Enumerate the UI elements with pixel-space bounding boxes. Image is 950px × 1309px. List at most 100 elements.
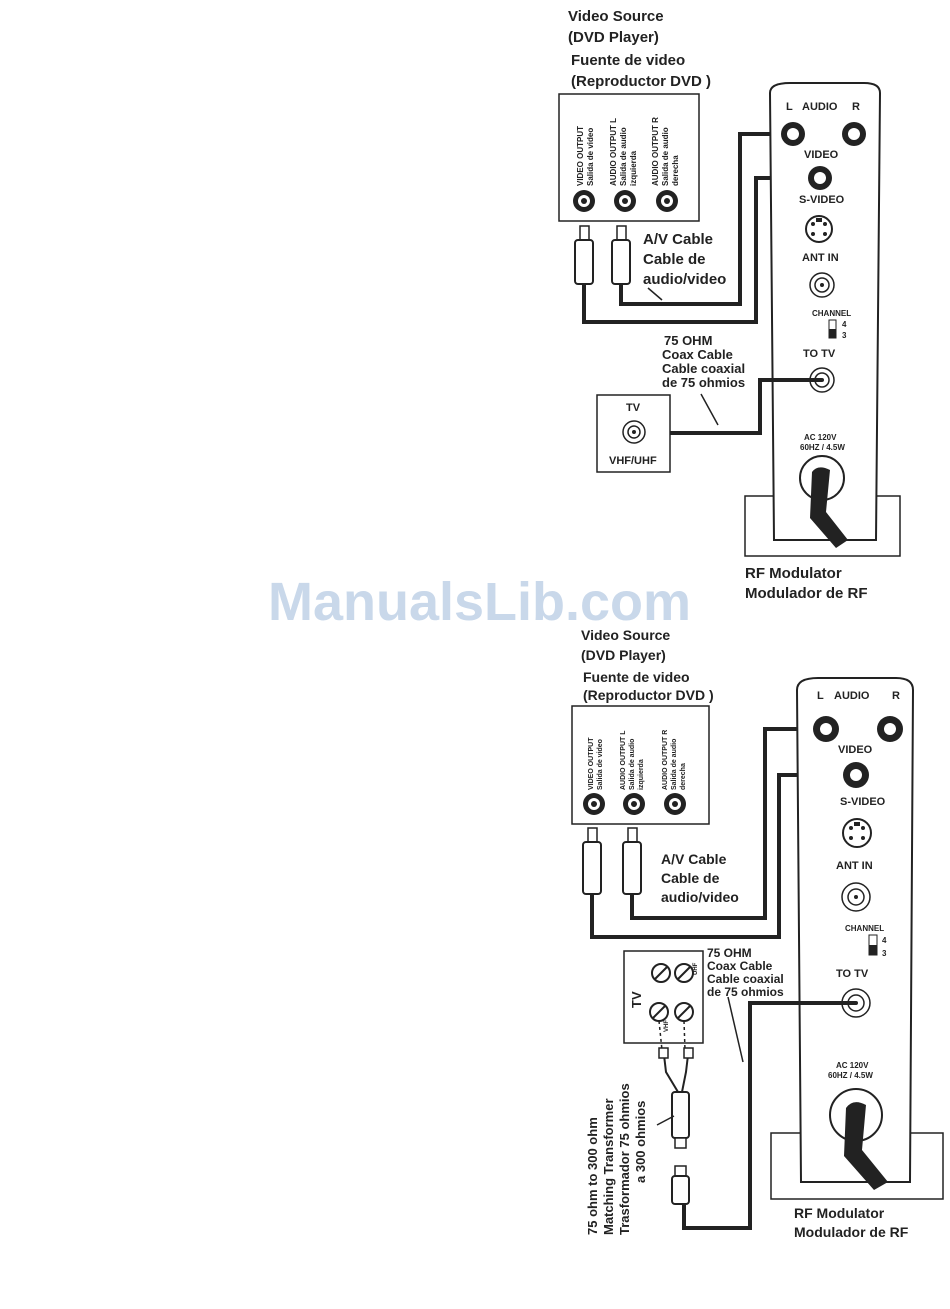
matching-transformer	[658, 1047, 694, 1205]
screw-terminal-icon	[674, 1002, 694, 1022]
mod-label-audio: AUDIO	[802, 101, 838, 113]
mod-label-antin: ANT IN	[836, 860, 873, 872]
av-cable-audio	[630, 727, 826, 920]
jack-video-in	[843, 762, 869, 788]
modulator-title: RF Modulator	[745, 565, 842, 582]
source-title-en-sub: (DVD Player)	[581, 647, 666, 663]
watermark: ManualsLib.com	[268, 572, 691, 632]
mod-label-r: R	[892, 690, 900, 702]
mod-label-ch4: 4	[882, 936, 887, 945]
twin-lead-dashed	[658, 1020, 663, 1051]
tv-vhf-label: VHF	[664, 1020, 670, 1032]
rca-plug-audio	[611, 225, 631, 285]
mod-label-l: L	[786, 101, 793, 113]
jack-audio-r-in	[877, 716, 903, 742]
coax-label-es: Cable coaxial	[662, 361, 745, 376]
source-title-es: Fuente de video	[571, 52, 685, 69]
jack-audio-r-out	[664, 793, 686, 815]
jack-audio-r-in	[842, 122, 866, 146]
rf-modulator-2: L AUDIO R VIDEO S-VIDEO ANT IN CHANNEL	[770, 677, 944, 1200]
channel-switch[interactable]	[828, 319, 837, 339]
coax-cable-pointer	[727, 996, 744, 1063]
tv-label: TV	[626, 402, 641, 414]
transformer-label-2: Matching Transformer	[601, 1098, 616, 1235]
source-title-en-sub: (DVD Player)	[568, 29, 659, 46]
svideo-jack-icon	[805, 215, 833, 243]
jack-audio-l-label-es: Salida de audio	[629, 739, 636, 790]
coax-label-2: Coax Cable	[707, 959, 773, 973]
svideo-jack-icon	[842, 818, 872, 848]
transformer-pointer	[656, 1115, 675, 1126]
coax-label-es-2: de 75 ohmios	[707, 985, 784, 999]
coax-cable-pointer	[700, 393, 719, 426]
transformer-label-es: Trasformador 75 ohmios	[617, 1083, 632, 1235]
mod-label-power-2: 60HZ / 4.5W	[828, 1071, 873, 1080]
jack-audio-r-out	[656, 190, 678, 212]
mod-label-channel: CHANNEL	[845, 924, 884, 933]
source-title-es-sub: (Reproductor DVD )	[571, 73, 711, 90]
av-cable-label: A/V Cable	[661, 851, 727, 867]
mod-label-channel: CHANNEL	[812, 309, 851, 318]
jack-video-label: VIDEO OUTPUT	[576, 126, 585, 186]
jack-audio-l-label-es: Salida de audio	[619, 127, 628, 186]
mod-label-totv: TO TV	[836, 968, 869, 980]
rca-plug-video	[574, 225, 594, 285]
jack-audio-r-label-es-2: derecha	[680, 763, 687, 790]
mod-label-power-2: 60HZ / 4.5W	[800, 443, 845, 452]
mod-label-ch3: 3	[842, 331, 847, 340]
diagram-1: Video Source (DVD Player) Fuente de vide…	[558, 8, 901, 602]
mod-label-video: VIDEO	[804, 149, 839, 161]
jack-video-label-es: Salida de video	[597, 739, 604, 790]
jack-audio-r-label: AUDIO OUTPUT R	[662, 730, 669, 790]
jack-audio-r-label-es: Salida de audio	[671, 739, 678, 790]
transformer-label: 75 ohm to 300 ohm	[585, 1117, 600, 1235]
jack-video-in	[808, 166, 832, 190]
source-title-es: Fuente de video	[583, 669, 690, 685]
source-title-en: Video Source	[581, 627, 670, 643]
channel-switch[interactable]	[868, 934, 878, 956]
jack-audio-r-label-es-2: derecha	[671, 155, 680, 186]
tv-uhf-label: UHF	[693, 962, 699, 975]
mod-label-ch4: 4	[842, 320, 847, 329]
modulator-title: RF Modulator	[794, 1205, 885, 1221]
coax-cable	[682, 1001, 856, 1230]
mod-label-ch3: 3	[882, 949, 887, 958]
screw-terminal-icon	[674, 963, 694, 983]
jack-audio-l-out	[614, 190, 636, 212]
source-title-en: Video Source	[568, 8, 664, 25]
modulator-title-es: Modulador de RF	[745, 585, 868, 602]
ant-in-jack-icon	[809, 272, 835, 298]
jack-audio-l-label: AUDIO OUTPUT L	[620, 730, 627, 790]
diagram-2: Video Source (DVD Player) Fuente de vide…	[571, 627, 944, 1240]
modulator-title-es: Modulador de RF	[794, 1224, 909, 1240]
jack-video-label: VIDEO OUTPUT	[588, 737, 595, 790]
jack-audio-l-label-es-2: izquierda	[638, 759, 645, 790]
modulator-body	[795, 677, 915, 1183]
power-cord	[844, 1102, 888, 1190]
mod-label-l: L	[817, 690, 824, 702]
av-cable-audio	[619, 132, 793, 306]
mod-label-totv: TO TV	[803, 348, 836, 360]
screw-terminal-icon	[651, 963, 671, 983]
av-cable-label-es-2: audio/video	[643, 271, 726, 288]
mod-label-power: AC 120V	[804, 433, 837, 442]
av-cable-label-es-2: audio/video	[661, 889, 739, 905]
jack-video-out	[573, 190, 595, 212]
jack-video-out	[583, 793, 605, 815]
coax-cable	[636, 378, 822, 435]
mod-label-svideo: S-VIDEO	[799, 194, 845, 206]
jack-audio-l-label: AUDIO OUTPUT L	[609, 118, 618, 186]
coax-label: 75 OHM	[664, 333, 712, 348]
av-cable-label-es: Cable de	[643, 251, 706, 268]
jack-audio-l-in	[813, 716, 839, 742]
av-cable-pointer	[647, 287, 663, 301]
modulator-body	[768, 82, 882, 541]
rf-modulator-1: L AUDIO R VIDEO S-VIDEO ANT IN CHANNEL	[744, 82, 901, 557]
tv-input-label: VHF/UHF	[609, 455, 657, 467]
av-cable-label: A/V Cable	[643, 231, 713, 248]
mod-label-r: R	[852, 101, 860, 113]
mod-label-antin: ANT IN	[802, 252, 839, 264]
jack-audio-r-label-es: Salida de audio	[661, 127, 670, 186]
source-title-es-sub: (Reproductor DVD )	[583, 687, 714, 703]
